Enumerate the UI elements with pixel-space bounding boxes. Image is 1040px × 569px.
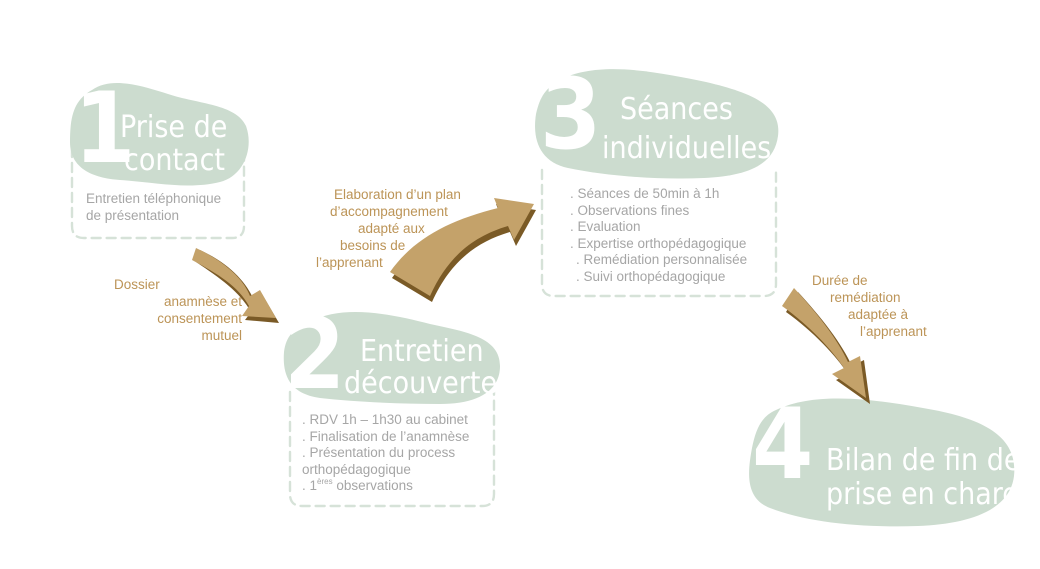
step-3-detail-line: . Suivi orthopédagogique — [576, 268, 726, 284]
step-3-details: . Séances de 50min à 1h . Observations f… — [570, 186, 747, 285]
step-2-detail-line: orthopédagogique — [302, 461, 411, 477]
step-2-title-line-2: découverte — [344, 366, 497, 401]
step-2-detail-prefix: . 1 — [302, 478, 318, 493]
step-2-detail-superscript: ères — [317, 477, 333, 486]
step-3-detail-line: . Séances de 50min à 1h — [570, 186, 720, 201]
transition-label-line: anamnèse et — [163, 294, 242, 309]
transition-label-line: besoins de — [340, 238, 406, 253]
transition-3-to-4-label: Durée de remédiation adaptée à l’apprena… — [812, 272, 942, 340]
arrow-2-to-3 — [390, 198, 536, 302]
step-2-dashed-border — [288, 390, 496, 508]
transition-1-to-2-label: Dossier anamnèse et consentement mutuel — [108, 276, 242, 344]
step-2-details: . RDV 1h – 1h30 au cabinet . Finalisatio… — [302, 412, 469, 495]
step-1-detail-line: de présentation — [86, 207, 180, 223]
step-2-blob — [283, 312, 500, 404]
step-1-title-line-2: contact — [124, 143, 225, 178]
arrow-1-to-2 — [192, 248, 279, 323]
transition-label-line: remédiation — [830, 290, 901, 305]
step-1-blob — [70, 82, 249, 186]
transition-label-line: adapté aux — [358, 221, 425, 236]
step-1-details: Entretien téléphonique de présentation — [86, 191, 221, 224]
step-2-detail-line: . Présentation du process — [302, 445, 456, 460]
transition-label-line: Durée de — [812, 273, 868, 288]
step-2-detail-line: . RDV 1h – 1h30 au cabinet — [302, 412, 468, 427]
step-3-detail-line: . Evaluation — [570, 219, 641, 234]
arrow-1-to-2-body — [192, 248, 276, 318]
step-2-detail-line: . Finalisation de l’anamnèse — [302, 428, 470, 444]
step-1-title-line-1: Prise de — [120, 110, 227, 145]
step-2-title-line-1: Entretien — [360, 334, 484, 369]
step-4-number: 4 — [752, 388, 813, 502]
step-2-detail-suffix: observations — [332, 478, 413, 493]
step-2: 2 Entretien découverte — [283, 298, 500, 508]
step-3-detail-line: . Remédiation personnalisée — [576, 252, 748, 267]
step-4-blob — [749, 398, 1015, 527]
step-1: 1 Prise de contact — [70, 72, 249, 240]
step-4: 4 Bilan de fin de prise en charge — [749, 388, 1036, 527]
step-3-number: 3 — [540, 58, 601, 172]
step-1-dashed-border — [70, 146, 246, 240]
step-2-detail-line-last: . 1ères observations — [302, 478, 469, 495]
step-4-title-line-1: Bilan de fin de — [826, 443, 1021, 478]
transition-2-to-3-label: Elaboration d’un plan d’accompagnement a… — [316, 186, 486, 271]
step-3-title-line-2: individuelles — [602, 131, 771, 166]
arrow-3-to-4-body — [782, 288, 866, 398]
arrow-3-to-4 — [782, 288, 870, 404]
step-3-detail-line: . Expertise orthopédagogique — [570, 235, 747, 251]
step-3-title-line-1: Séances — [620, 92, 733, 127]
transition-label-line: consentement — [157, 311, 242, 326]
step-4-title-line-2: prise en charge — [826, 477, 1036, 512]
transition-label-line: l’apprenant — [860, 324, 927, 339]
step-1-detail-line: Entretien téléphonique — [86, 191, 222, 206]
step-3-detail-line: . Observations fines — [570, 202, 690, 218]
transition-label-line: Elaboration d’un plan — [334, 187, 461, 202]
transition-label-line: Dossier — [114, 277, 160, 292]
step-3-dashed-border — [540, 168, 778, 298]
arrow-2-to-3-body — [390, 198, 534, 296]
step-2-number: 2 — [284, 298, 345, 412]
step-3: 3 Séances individuelles — [535, 58, 779, 298]
step-1-number: 1 — [74, 72, 135, 186]
step-3-blob — [535, 69, 779, 179]
transition-label-line: d’accompagnement — [330, 204, 448, 219]
transition-label-line: mutuel — [201, 328, 242, 343]
transition-label-line: l’apprenant — [316, 255, 383, 270]
transition-label-line: adaptée à — [848, 307, 909, 322]
